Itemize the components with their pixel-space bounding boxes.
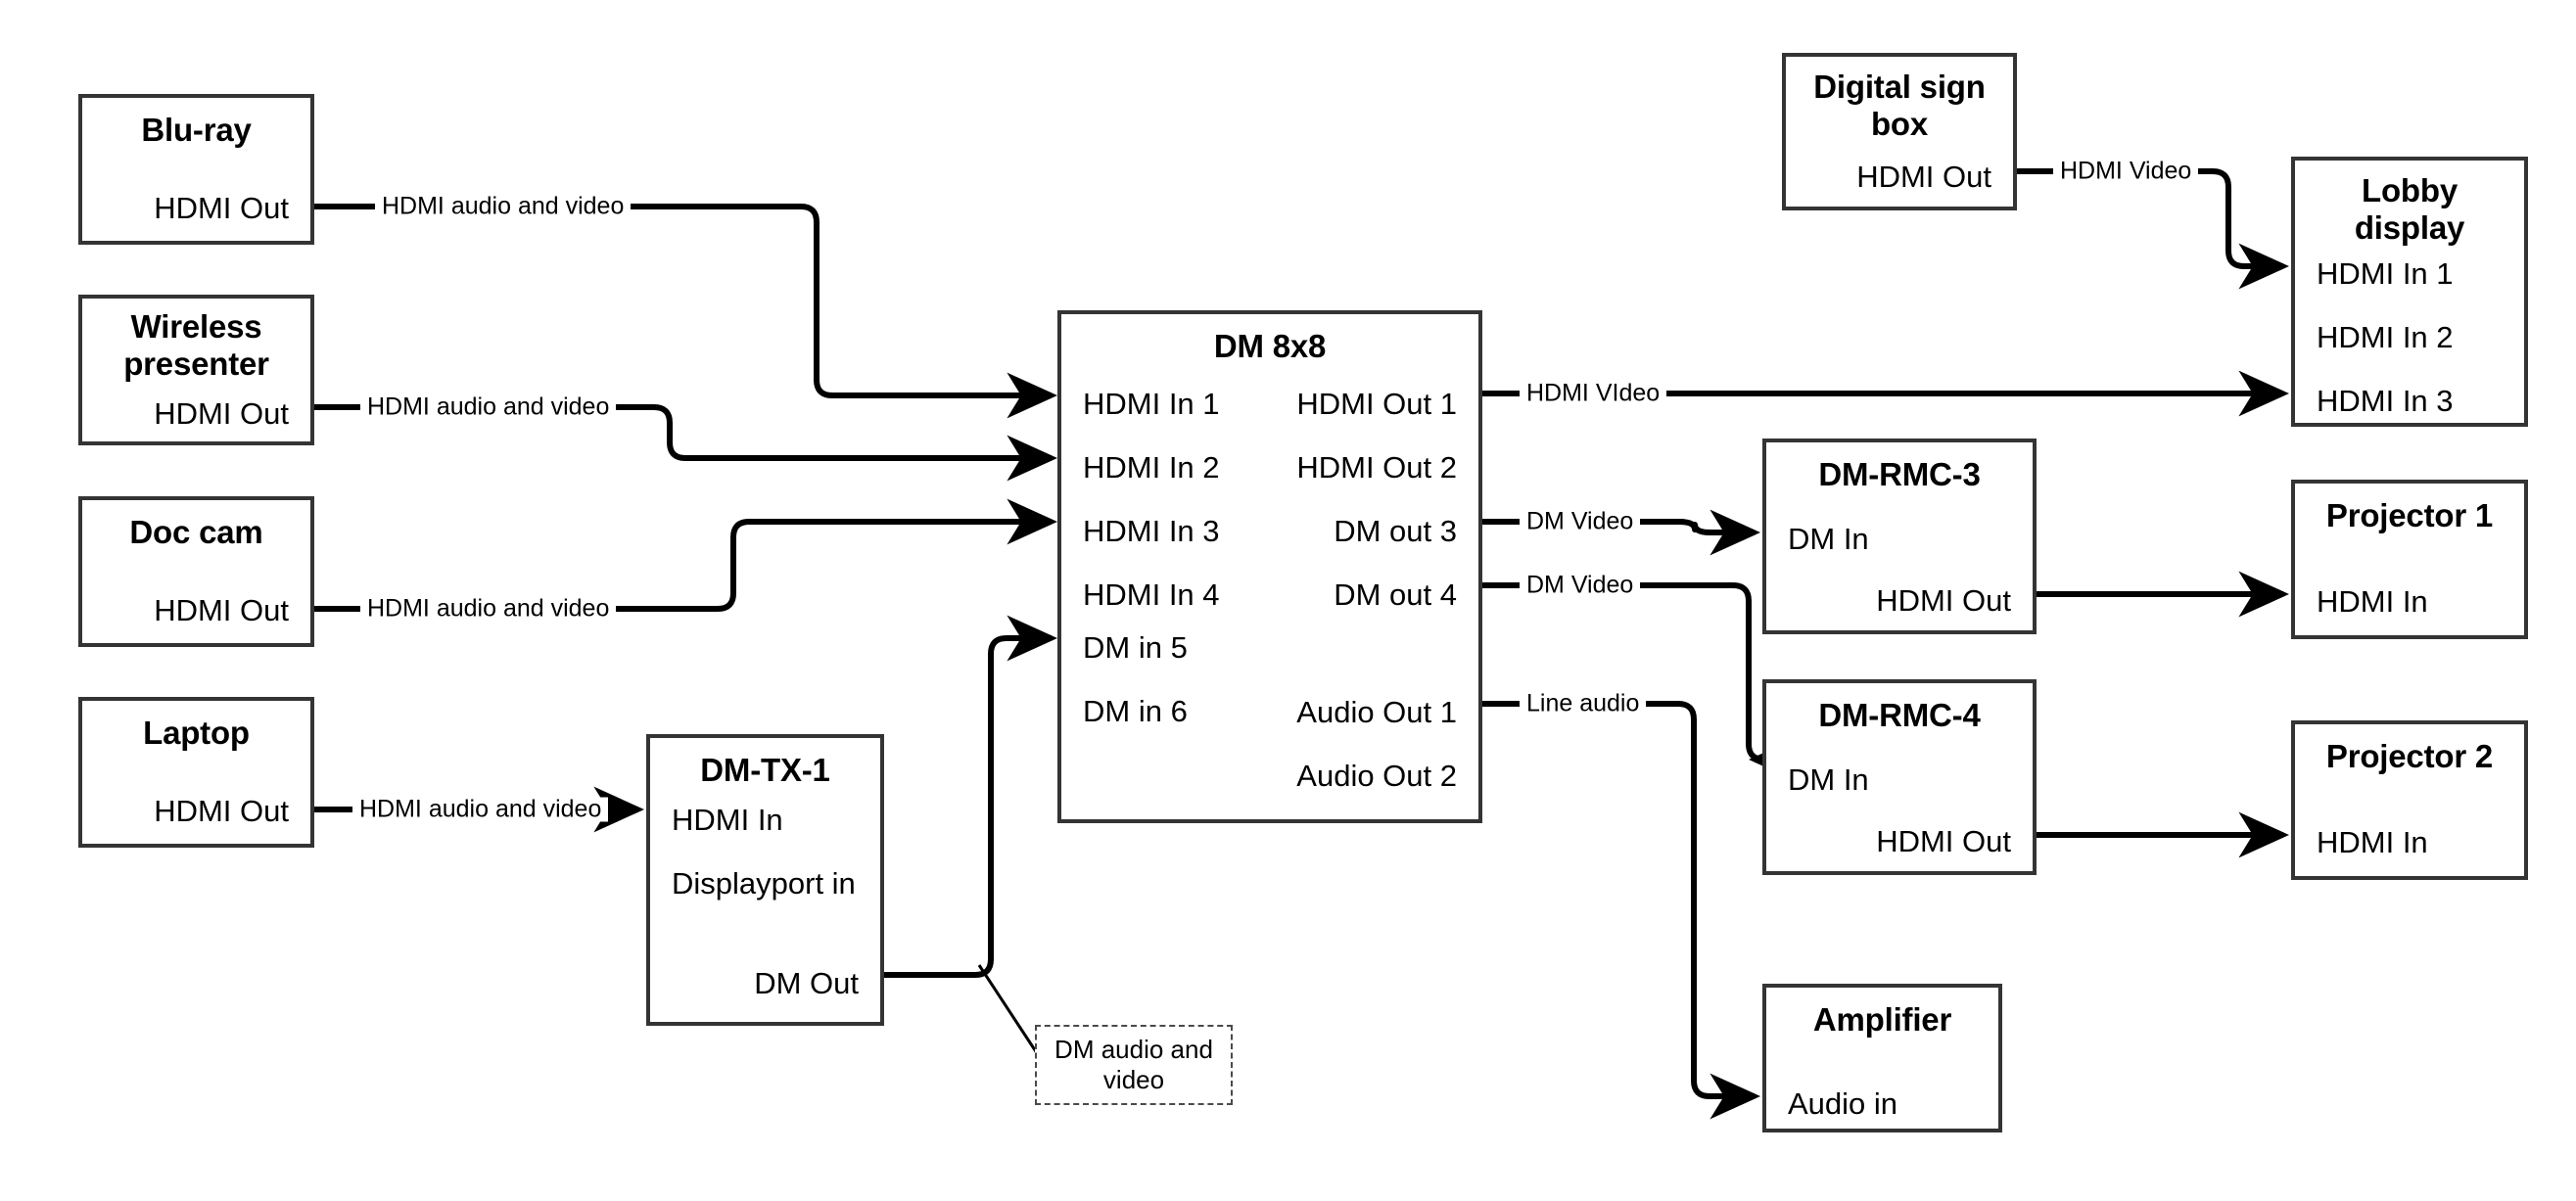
edge-label-dm8x8-out4-to-rmc4: DM Video	[1520, 573, 1641, 598]
wire-digital-sign-to-lobby	[2017, 168, 2290, 290]
port-digital-sign-box-hdmi-out: HDMI Out	[1856, 160, 1991, 194]
port-projector-2-hdmi-in: HDMI In	[2317, 825, 2428, 859]
wire-blu-ray-to-dm8x8	[314, 204, 1058, 419]
port-projector-1-hdmi-in: HDMI In	[2317, 584, 2428, 619]
port-lobby-display-hdmi-in-3: HDMI In 3	[2317, 384, 2454, 418]
port-dm-8x8-audio-out-1: Audio Out 1	[1296, 695, 1457, 729]
node-wireless-presenter[interactable]: Wireless presenter HDMI Out	[78, 295, 314, 445]
node-projector-2[interactable]: Projector 2 HDMI In	[2291, 720, 2528, 880]
port-dm-8x8-dm-in-6: DM in 6	[1083, 694, 1188, 728]
node-dm-8x8[interactable]: DM 8x8 HDMI In 1 HDMI In 2 HDMI In 3 HDM…	[1057, 310, 1482, 823]
edge-label-doc-cam-to-dm8x8: HDMI audio and video	[360, 596, 617, 622]
node-blu-ray-title: Blu-ray	[141, 112, 252, 148]
edge-label-laptop-to-dm-tx: HDMI audio and video	[352, 797, 609, 822]
port-dm-8x8-hdmi-out-2: HDMI Out 2	[1296, 450, 1457, 485]
node-amplifier[interactable]: Amplifier Audio in	[1762, 984, 2002, 1132]
node-laptop[interactable]: Laptop HDMI Out	[78, 697, 314, 848]
edge-label-blu-ray-to-dm8x8: HDMI audio and video	[375, 194, 632, 219]
node-digital-sign-box-title: Digital sign box	[1786, 69, 2013, 144]
node-wireless-presenter-title-line1: Wireless	[130, 308, 262, 345]
port-dm-8x8-hdmi-in-3: HDMI In 3	[1083, 514, 1220, 548]
node-lobby-display-title: Lobby display	[2295, 172, 2524, 248]
node-projector-1[interactable]: Projector 1 HDMI In	[2291, 480, 2528, 639]
port-wireless-presenter-hdmi-out: HDMI Out	[154, 396, 289, 431]
node-wireless-presenter-title: Wireless presenter	[82, 308, 310, 384]
node-dm-8x8-title: DM 8x8	[1213, 328, 1327, 364]
node-digital-sign-box-title-line1: Digital sign	[1813, 69, 1986, 105]
port-dm-8x8-audio-out-2: Audio Out 2	[1296, 759, 1457, 793]
node-blu-ray[interactable]: Blu-ray HDMI Out	[78, 94, 314, 245]
port-dm-rmc-3-dm-in: DM In	[1788, 522, 1869, 556]
node-lobby-display-title-line1: Lobby	[2362, 172, 2458, 208]
node-digital-sign-box-title-line2: box	[1870, 106, 1929, 143]
node-lobby-display-title-line2: display	[2354, 209, 2465, 247]
port-dm-rmc-3-hdmi-out: HDMI Out	[1876, 583, 2011, 618]
port-dm-rmc-4-dm-in: DM In	[1788, 762, 1869, 797]
node-dm-tx-1[interactable]: DM-TX-1 HDMI In Displayport in DM Out	[646, 734, 884, 1026]
port-dm-rmc-4-hdmi-out: HDMI Out	[1876, 824, 2011, 858]
port-dm-8x8-hdmi-in-1: HDMI In 1	[1083, 387, 1220, 421]
wire-dm8x8-audio1-to-amp	[1481, 701, 1761, 1120]
port-dm-tx-1-hdmi-in: HDMI In	[672, 803, 783, 837]
node-dm-tx-1-title: DM-TX-1	[700, 752, 830, 788]
port-doc-cam-hdmi-out: HDMI Out	[154, 593, 289, 627]
node-doc-cam-title: Doc cam	[129, 514, 263, 550]
edge-label-dm8x8-audio1-to-amp: Line audio	[1520, 691, 1647, 716]
edge-label-dm8x8-out3-to-rmc3: DM Video	[1520, 509, 1641, 534]
note-leader-line	[977, 964, 1043, 1060]
port-dm-8x8-hdmi-out-1: HDMI Out 1	[1296, 387, 1457, 421]
port-dm-8x8-dm-in-5: DM in 5	[1083, 630, 1188, 665]
edge-label-wireless-to-dm8x8: HDMI audio and video	[360, 394, 617, 420]
node-doc-cam[interactable]: Doc cam HDMI Out	[78, 496, 314, 647]
node-projector-2-title: Projector 2	[2325, 738, 2494, 774]
node-digital-sign-box[interactable]: Digital sign box HDMI Out	[1782, 53, 2017, 210]
port-laptop-hdmi-out: HDMI Out	[154, 794, 289, 828]
wire-dm-tx-to-dm8x8	[884, 615, 1058, 978]
port-dm-8x8-dm-out-3: DM out 3	[1334, 514, 1457, 548]
node-amplifier-title: Amplifier	[1812, 1001, 1952, 1038]
port-dm-tx-1-dm-out: DM Out	[754, 966, 859, 1000]
port-blu-ray-hdmi-out: HDMI Out	[154, 191, 289, 225]
node-dm-rmc-3[interactable]: DM-RMC-3 DM In HDMI Out	[1762, 439, 2037, 634]
node-dm-rmc-4-title: DM-RMC-4	[1818, 697, 1981, 733]
port-amplifier-audio-in: Audio in	[1788, 1086, 1898, 1121]
edge-label-digital-sign-to-lobby: HDMI Video	[2053, 159, 2199, 184]
port-lobby-display-hdmi-in-1: HDMI In 1	[2317, 256, 2454, 291]
port-dm-8x8-dm-out-4: DM out 4	[1334, 577, 1457, 612]
port-dm-8x8-hdmi-in-2: HDMI In 2	[1083, 450, 1220, 485]
node-laptop-title: Laptop	[143, 715, 250, 751]
node-projector-1-title: Projector 1	[2325, 497, 2494, 533]
node-lobby-display[interactable]: Lobby display HDMI In 1 HDMI In 2 HDMI I…	[2291, 157, 2528, 427]
note-dm-audio-and-video: DM audio and video	[1035, 1025, 1233, 1105]
port-dm-tx-1-displayport-in: Displayport in	[672, 866, 856, 901]
port-dm-8x8-hdmi-in-4: HDMI In 4	[1083, 577, 1220, 612]
node-wireless-presenter-title-line2: presenter	[123, 346, 269, 383]
node-dm-rmc-4[interactable]: DM-RMC-4 DM In HDMI Out	[1762, 679, 2037, 875]
node-dm-rmc-3-title: DM-RMC-3	[1818, 456, 1981, 492]
port-lobby-display-hdmi-in-2: HDMI In 2	[2317, 320, 2454, 354]
wire-dm8x8-out4-to-rmc4	[1481, 582, 1800, 783]
edge-label-dm8x8-out1-to-lobby: HDMI VIdeo	[1520, 381, 1667, 406]
